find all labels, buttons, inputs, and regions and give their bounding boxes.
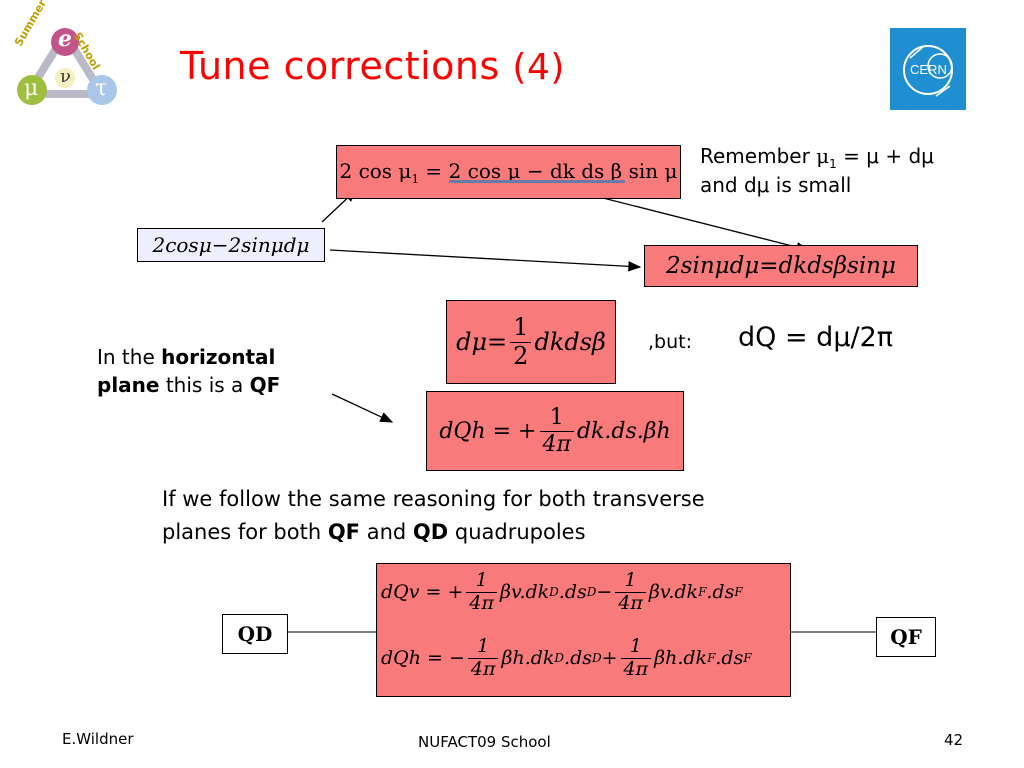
equation-1-underline: [449, 180, 625, 183]
horiz-text-4: this is a: [159, 373, 250, 397]
equation-4-lhs: dμ=: [456, 328, 508, 356]
cern-logo: CERN: [890, 28, 966, 110]
follow-2a: planes for both: [162, 519, 328, 544]
cern-logo-text: CERN: [910, 62, 947, 77]
equation-box-3: 2sinμdμ=dkdsβsinμ: [644, 245, 918, 287]
remember-line2: and dμ is small: [700, 173, 852, 198]
arrow-qf-to-eq5: [331, 393, 394, 423]
logo-letter-tau: τ: [95, 76, 108, 101]
title-main: Tune corrections: [180, 44, 500, 88]
remember-rest: = μ + dμ: [836, 144, 934, 168]
horiz-text-3: plane: [97, 373, 160, 397]
follow-2e: quadrupoles: [448, 519, 586, 544]
follow-2b: QF: [327, 519, 361, 544]
slide-title: Tune corrections (4): [180, 44, 565, 88]
equation-5-rhs: dk.ds.βh: [576, 418, 671, 444]
footer-author: E.Wildner: [62, 730, 134, 748]
summer-school-logo-icon: [17, 28, 117, 105]
equation-3-text: 2sinμdμ=dkdsβsinμ: [666, 253, 896, 279]
remember-mu1: μ: [816, 144, 830, 168]
equation-4-den: 2: [513, 341, 529, 370]
qd-label: QD: [237, 622, 273, 646]
follow-2c: and: [360, 519, 413, 544]
footer-page-number: 42: [944, 731, 964, 749]
remember-sub: 1: [829, 157, 837, 171]
horiz-text-1: In the: [97, 345, 162, 369]
follow-line-1: If we follow the same reasoning for both…: [162, 487, 705, 511]
dqh-lhs: dQh = −: [381, 647, 465, 670]
follow-reasoning-text: If we follow the same reasoning for both…: [162, 483, 705, 548]
footer-event: NUFACT09 School: [418, 733, 551, 751]
qf-label: QF: [890, 625, 922, 649]
horizontal-plane-note: In the horizontal plane this is a QF: [97, 343, 280, 399]
logo-letter-e: e: [58, 26, 72, 52]
horiz-text-2: horizontal: [161, 345, 276, 369]
dq-relation: dQ = dμ/2π: [738, 322, 894, 353]
equation-1-text: 2 cos μ1 = 2 cos μ − dk ds β sin μ: [339, 158, 678, 186]
equation-box-2: 2cosμ−2sinμdμ: [137, 228, 325, 262]
equation-5-lhs: dQh = +: [439, 418, 537, 444]
equation-2-text: 2cosμ−2sinμdμ: [152, 233, 310, 257]
follow-2d: QD: [412, 519, 449, 544]
dqv-mid: βv.dk: [499, 581, 550, 604]
equation-4-num: 1: [510, 313, 532, 343]
dqh-mid: βh.dk: [501, 647, 555, 670]
qd-label-box: QD: [222, 614, 288, 654]
equation-4-rhs: dkdsβ: [534, 328, 606, 356]
qf-label-box: QF: [876, 617, 936, 657]
but-text: ,but:: [648, 331, 692, 353]
remember-note: Remember μ1 = μ + dμ and dμ is small: [700, 143, 934, 199]
equation-5-num: 1: [539, 405, 574, 432]
arrow-eq2-to-eq3: [329, 249, 642, 272]
summer-school-logo: e μ ν τ Summer School: [10, 0, 120, 110]
logo-letter-mu: μ: [24, 76, 39, 101]
dqv-lhs: dQv = +: [381, 581, 464, 604]
logo-letter-nu: ν: [60, 66, 71, 87]
equation-box-1: 2 cos μ1 = 2 cos μ − dk ds β sin μ: [336, 145, 681, 199]
cern-logo-icon: [903, 45, 953, 97]
equation-5-den: 4π: [542, 431, 571, 457]
horiz-text-5: QF: [249, 373, 281, 397]
title-suffix: (4): [512, 47, 565, 88]
remember-prefix: Remember: [700, 144, 817, 168]
